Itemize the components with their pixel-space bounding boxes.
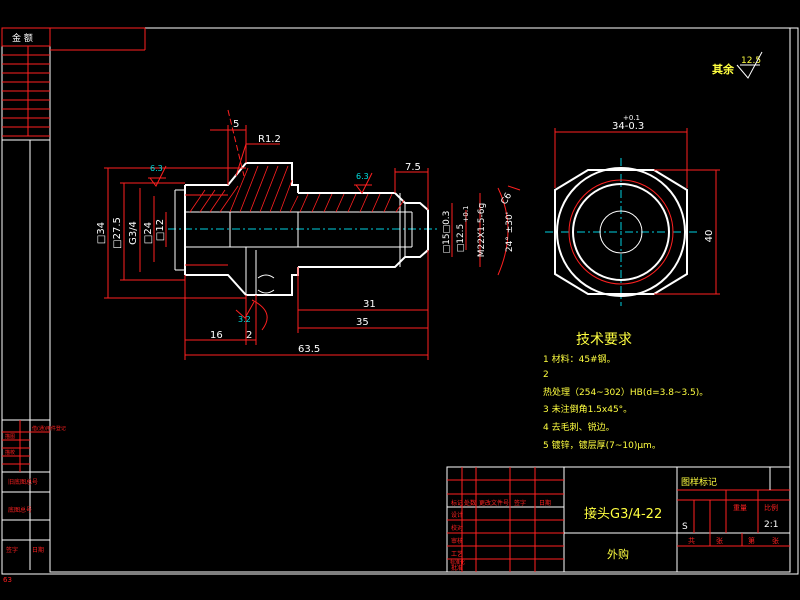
tech-item-1: 1 材料：45#钢。 [543,353,616,365]
tb-sheets2: 张 [772,536,779,545]
dim-16: 16 [210,330,223,341]
tb-hdr-date: 日期 [539,499,551,507]
dim-35: 35 [356,317,369,328]
dim-width-34: 34-0.3 [612,121,644,132]
outer-frame [1,27,799,575]
dim-5: 5 [233,119,239,130]
dim-height-40: 40 [704,230,715,243]
roughness-value: 12.5 [741,56,761,66]
tech-item-4: 3 未注倒角1.5x45°。 [543,403,632,415]
tb-row-approve: 批准 [451,564,463,572]
tech-item-2: 2 [543,370,549,380]
tb-part-name: 接头G3/4-22 [584,506,662,522]
dim-31: 31 [363,299,376,310]
dim-angle: 24° ±30' [505,212,515,252]
dim-width-tol: +0.1 [623,114,640,122]
side-label-trace-check: 描校 [5,449,15,456]
tb-total: 共 [688,536,695,545]
tb-hdr-sign: 签字 [514,499,526,507]
tb-sheets1: 张 [716,536,723,545]
left-strip-rows [2,45,50,570]
side-label-base-number: 底图总号 [8,506,32,514]
tb-sub-header: 图样标记 [681,476,717,488]
surface-mark-3: 3.2 [238,315,251,324]
tb-hdr-mark: 标记 [451,499,463,507]
tech-item-5: 4 去毛刺、锐边。 [543,421,615,433]
section-hatch [189,165,405,213]
roughness-symbol-icon [736,51,763,79]
tech-title: 技术要求 [576,332,632,348]
tb-row-standard: 标准化 [450,559,465,566]
left-strip-table [2,419,50,541]
corner-label: 金 额 [12,32,33,44]
tb-sheet-no: 第 [748,536,755,545]
dim-dia275: □27.5 [112,217,123,249]
dim-r12: R1.2 [258,134,281,145]
dim-m22: M22X1.5-6g [477,203,487,257]
tb-row-review: 审核 [451,537,463,545]
dim-d125: □12.5 [456,224,466,253]
side-label-register: 借(通)用件登记 [32,425,66,432]
dim-d125-tol: +0.1 [462,206,470,223]
inner-frame [49,27,791,573]
dim-dia12: □12 [155,219,166,241]
roughness-label: 其余 [712,62,735,76]
tb-process: 外购 [607,547,629,561]
surface-mark-2: 6.3 [356,172,369,181]
side-label-sign: 签字 [6,546,18,554]
front-section-view [168,109,440,296]
tb-hdr-count: 处数 [464,499,476,507]
surface-mark-1: 6.3 [150,164,163,173]
side-label-trace: 描图 [5,433,15,440]
tb-scale-label: 比例 [764,503,778,512]
tb-row-design: 设计 [451,511,463,519]
tech-item-3: 热处理（254~302）HB(d=3.8~3.5)。 [543,386,708,398]
title-block [446,466,791,573]
dim-635: 63.5 [298,344,320,355]
tb-mark-s: S [682,522,688,532]
side-bottom-label: 63 [3,576,12,584]
tb-weight-label: 重量 [733,504,747,512]
dim-g34: G3/4 [128,221,139,245]
tb-scale-value: 2:1 [764,520,778,530]
tb-row-process: 工艺 [451,550,463,558]
side-label-old-number: 旧底图总号 [8,478,38,486]
dim-dia24: □24 [143,222,154,244]
side-label-date: 日期 [32,546,44,554]
tech-item-6: 5 镀锌，镀层厚(7~10)μm。 [543,439,661,451]
tb-hdr-doc: 更改文件号 [479,499,509,507]
end-hex-view [545,128,720,306]
dim-c6: C6 [500,191,515,207]
dim-dia34: □34 [96,222,107,244]
dim-d15: □15□0.3 [442,211,452,254]
tb-row-check: 校对 [451,524,463,532]
dim-2: 2 [246,330,252,341]
dim-75: 7.5 [405,162,421,173]
dimension-lines [104,125,521,360]
